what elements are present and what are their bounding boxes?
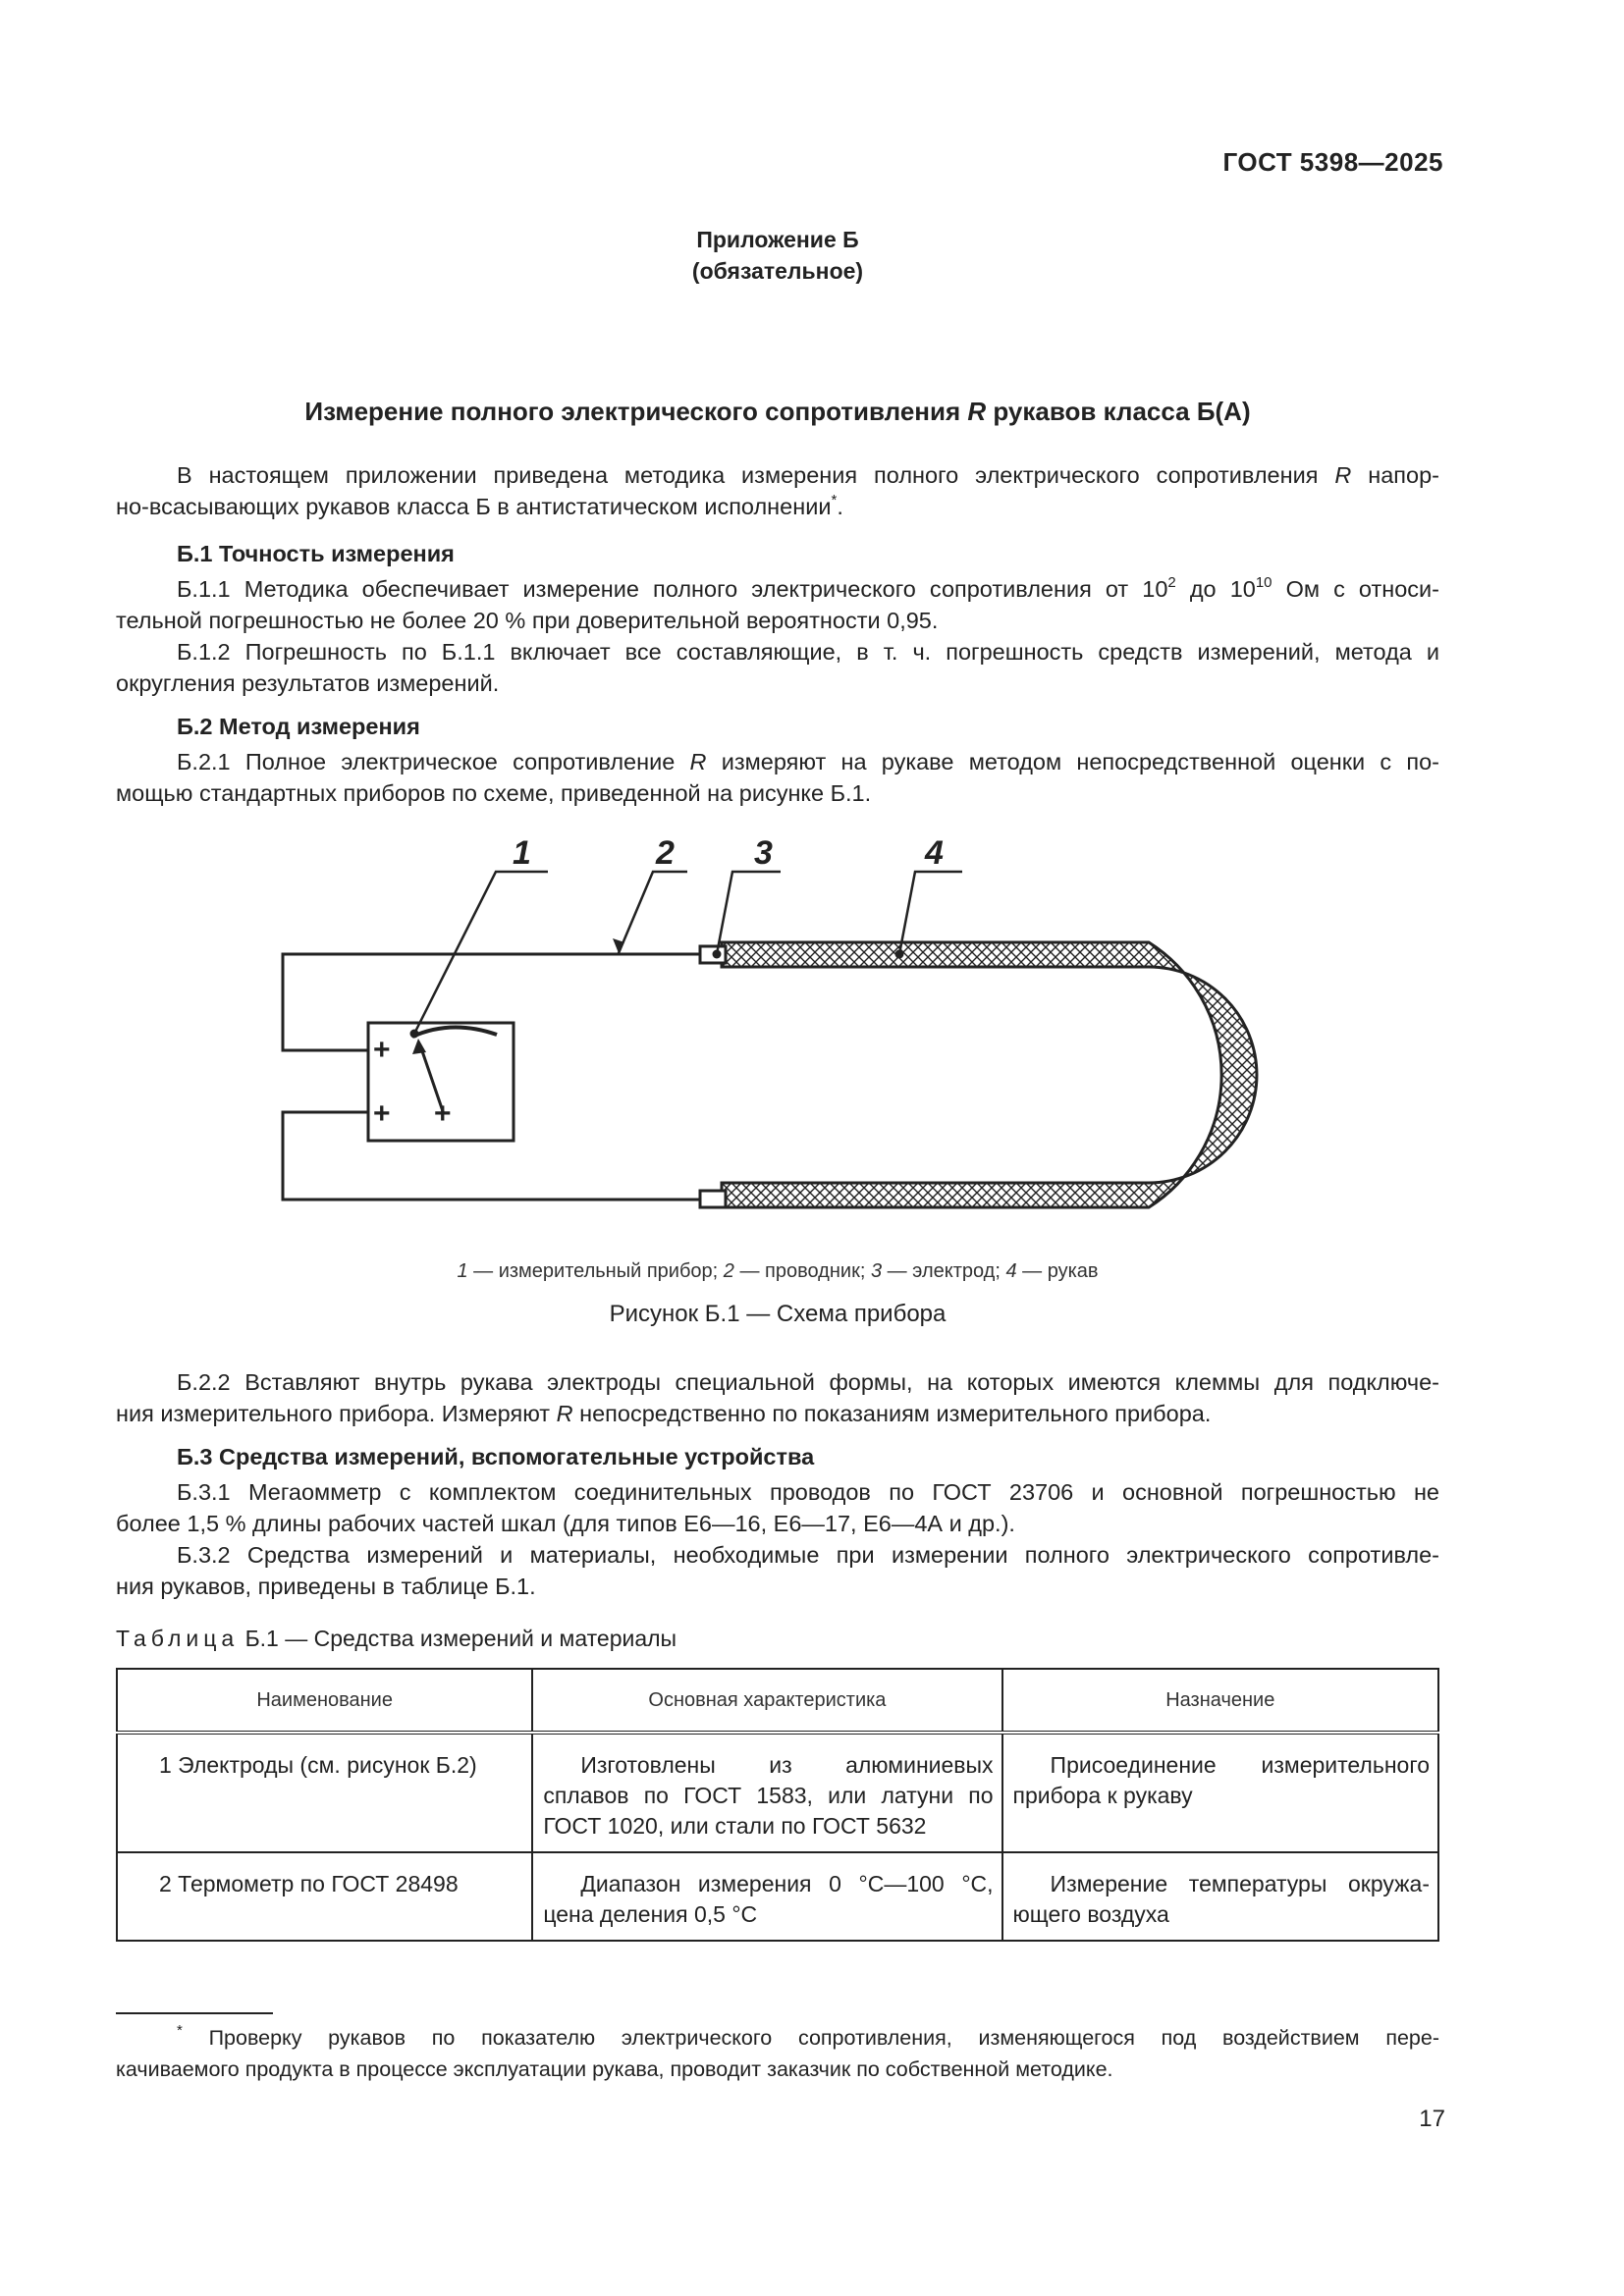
appendix-title: Измерение полного электрического сопроти… <box>304 397 1251 426</box>
paragraph-b1-2: Б.1.2 Погрешность по Б.1.1 включает все … <box>177 639 1439 665</box>
paragraph-b1-1: Б.1.1 Методика обеспечивает измерение по… <box>177 574 1440 602</box>
figure-schematic: + + + 1 2 3 4 <box>281 834 1259 1209</box>
figure-caption: Рисунок Б.1 — Схема прибора <box>609 1301 947 1327</box>
page-number: 17 <box>1419 2106 1445 2132</box>
measuring-instrument: + + + <box>366 1021 515 1143</box>
electrode-bottom <box>698 1189 728 1209</box>
section-heading: Б.3 Средства измерений, вспомогательные … <box>177 1444 815 1469</box>
figure-label-4: 4 <box>924 834 944 872</box>
section-b3: Б.3 Средства измерений, вспомогательные … <box>116 1441 1439 1602</box>
section-heading: Б.1 Точность измерения <box>177 541 455 566</box>
table-row: 2 Термометр по ГОСТ 28498 Диапазон измер… <box>115 1851 1440 1942</box>
paragraph-b3-1: Б.3.1 Мегаомметр с комплектом соединител… <box>177 1479 1439 1505</box>
section-b2: Б.2 Метод измерения Б.2.1 Полное электри… <box>116 711 1439 809</box>
paragraph-b3-2: Б.3.2 Средства измерений и материалы, не… <box>177 1542 1439 1568</box>
appendix-status: (обязательное) <box>691 258 864 284</box>
figure-label-2: 2 <box>655 834 675 872</box>
svg-text:+: + <box>373 1097 391 1130</box>
column-header: Назначение <box>1001 1668 1440 1735</box>
hose <box>720 940 1259 1209</box>
svg-text:+: + <box>373 1034 391 1066</box>
section-b1: Б.1 Точность измерения Б.1.1 Методика об… <box>116 538 1439 699</box>
appendix-heading: Приложение Б (обязательное) <box>116 224 1439 287</box>
section-heading: Б.2 Метод измерения <box>177 714 420 739</box>
table-row: 1 Электроды (см. рисунок Б.2) Изготовлен… <box>115 1732 1440 1853</box>
table-header-row: Наименование Основная характеристика Наз… <box>115 1668 1440 1735</box>
column-header: Наименование <box>115 1668 534 1735</box>
figure-label-3: 3 <box>754 834 773 872</box>
svg-text:+: + <box>434 1097 452 1130</box>
conductor <box>281 952 700 1201</box>
appendix-label: Приложение Б <box>696 227 859 252</box>
leader-lines <box>412 870 962 1035</box>
table-caption: Таблица Б.1 — Средства измерений и матер… <box>116 1626 677 1651</box>
footnote: * Проверку рукавов по показателю электри… <box>116 2022 1439 2081</box>
intro-paragraph: В настоящем приложении приведена методик… <box>116 462 1439 519</box>
table-measuring-tools: Наименование Основная характеристика Наз… <box>115 1668 1440 1942</box>
figure-label-1: 1 <box>513 834 531 872</box>
paragraph-b2-1: Б.2.1 Полное электрическое сопротивление… <box>177 749 1440 774</box>
paragraph-b2-2: Б.2.2 Вставляют внутрь рукава электроды … <box>116 1369 1439 1426</box>
column-header: Основная характеристика <box>531 1668 1003 1735</box>
document-code: ГОСТ 5398—2025 <box>1222 147 1443 177</box>
footnote-separator <box>116 2012 273 2014</box>
figure-legend: 1 — измерительный прибор; 2 — проводник;… <box>457 1260 1099 1282</box>
